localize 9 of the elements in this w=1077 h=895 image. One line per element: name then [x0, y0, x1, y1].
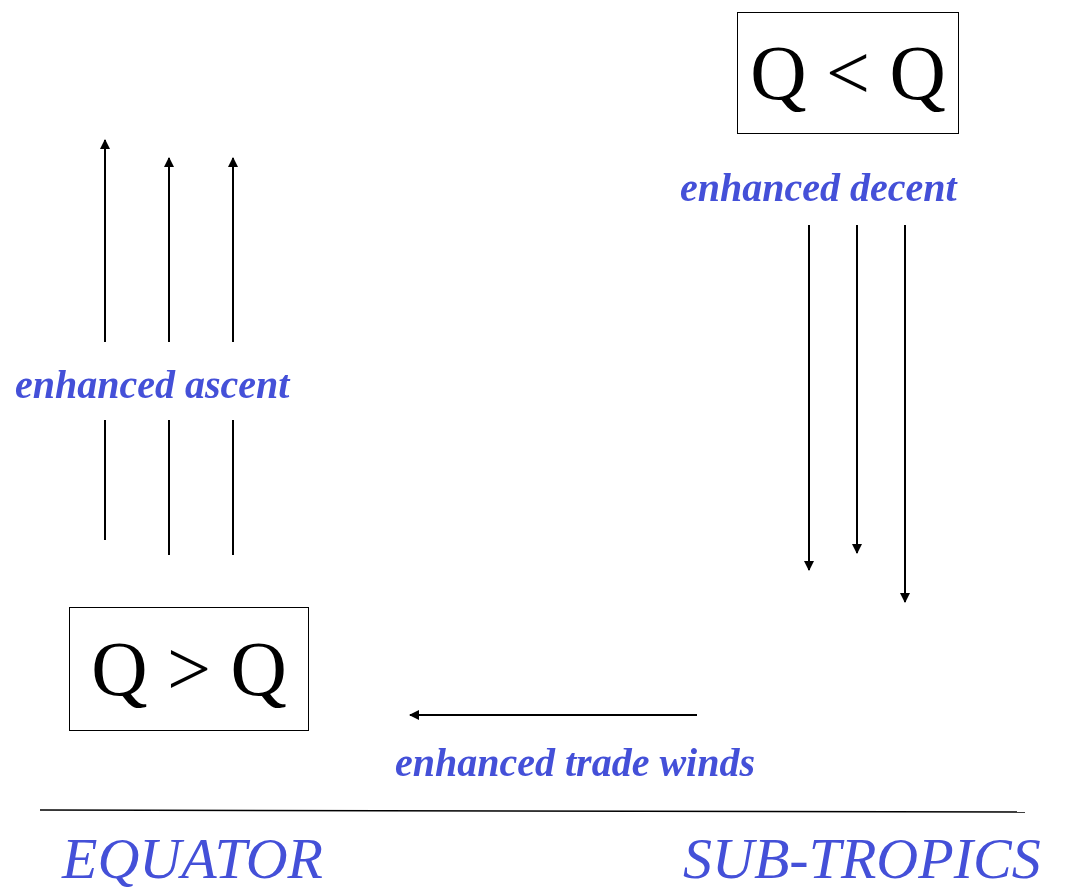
region-label: EQUATOR [62, 830, 323, 888]
equation-box [737, 12, 959, 134]
flow-label: enhanced trade winds [395, 743, 756, 783]
flow-label: enhanced ascent [15, 365, 290, 405]
region-label: SUB-TROPICS [683, 830, 1041, 888]
equation-text: Q < Q [750, 34, 946, 112]
flow-label: enhanced decent [680, 168, 957, 208]
equation-text: Q > Q [91, 630, 287, 708]
equation-box [69, 607, 309, 731]
